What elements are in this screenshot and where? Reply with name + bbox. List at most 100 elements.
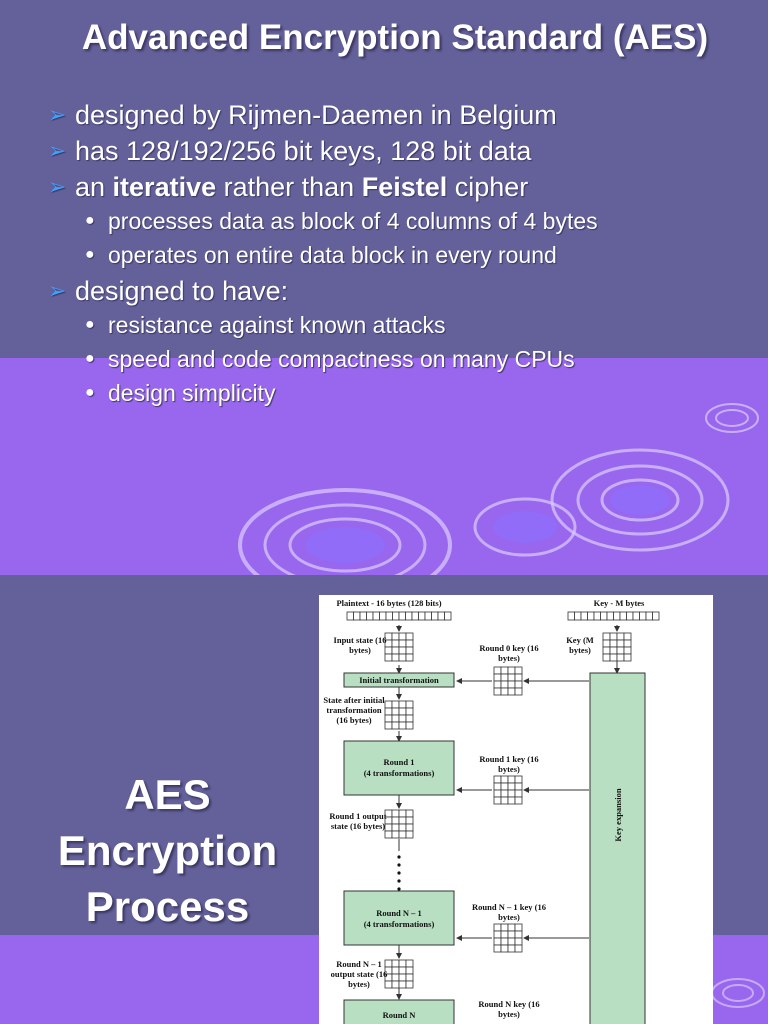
round-0-key-cell (493, 687, 502, 696)
round-n-label: Round N (382, 1010, 416, 1020)
round-1-key-cell (507, 796, 516, 805)
input-state-cell (391, 646, 400, 655)
round-1-output-cell (391, 816, 400, 825)
round-1-label: Round 1 (383, 757, 415, 767)
plaintext-byte-cell (405, 611, 413, 621)
plaintext-byte-cell (379, 611, 387, 621)
input-state-cell (391, 639, 400, 648)
state-after-initial-cell (405, 714, 414, 723)
round-1-output-cell (398, 816, 407, 825)
round-n-minus-1-output-cell (398, 966, 407, 975)
round-n-minus-1-output-cell (398, 973, 407, 982)
aes-encryption-diagram: Plaintext - 16 bytes (128 bits) Key - M … (319, 595, 713, 1024)
plaintext-byte-cell (424, 611, 432, 621)
key-state-cell (623, 646, 632, 655)
key-state-label: Key (M bytes) (566, 635, 594, 655)
round-1-output-cell (384, 830, 393, 839)
slide-aes-encryption-process: AES Encryption Process (0, 575, 768, 1024)
round-n-box (343, 999, 455, 1024)
round-0-key-cell (514, 666, 523, 675)
round-0-key-cell (514, 687, 523, 696)
round-1-output-cell (405, 816, 414, 825)
round-1-key-cell (507, 782, 516, 791)
dot-bullet-icon: ● (85, 384, 95, 401)
input-state-cell (405, 653, 414, 662)
initial-transformation-box (343, 672, 455, 688)
round-n-minus-1-key-cell (500, 923, 509, 932)
key-byte-cell (632, 611, 640, 621)
input-state-cell (398, 646, 407, 655)
plaintext-byte-cell (398, 611, 406, 621)
key-state-cell (616, 639, 625, 648)
round-0-key-cell (500, 687, 509, 696)
round-n-key-label: Round N key (16 bytes) (478, 999, 540, 1019)
round-1-output-label: Round 1 output state (16 bytes) (329, 811, 387, 831)
sub-bullet-item: ● processes data as block of 4 columns o… (48, 204, 758, 238)
key-state-cell (602, 639, 611, 648)
plaintext-byte-cell (444, 611, 452, 621)
arrow-bullet-icon: ➢ (48, 278, 67, 303)
plaintext-byte-cell (392, 611, 400, 621)
round-0-key-cell (514, 673, 523, 682)
key-byte-cell (600, 611, 608, 621)
round-n-minus-1-key-cell (493, 937, 502, 946)
input-state-cell (391, 653, 400, 662)
arrow-bullet-icon: ➢ (48, 102, 67, 127)
state-after-initial-cell (405, 700, 414, 709)
round-0-key-cell (507, 673, 516, 682)
round-1-output-cell (391, 809, 400, 818)
state-after-initial-cell (391, 707, 400, 716)
key-state-cell (609, 646, 618, 655)
bullet-item: ➢ has 128/192/256 bit keys, 128 bit data (48, 136, 532, 166)
plaintext-byte-cell (385, 611, 393, 621)
round-n-minus-1-key-cell (514, 944, 523, 953)
input-state-cell (384, 653, 393, 662)
round-n-minus-1-label: Round N – 1 (376, 908, 422, 918)
round-1-key-label: Round 1 key (16 bytes) (479, 754, 539, 774)
key-expansion-label: Key expansion (613, 788, 623, 842)
round-0-key-cell (493, 680, 502, 689)
plaintext-byte-cell (437, 611, 445, 621)
round-n-minus-1-output-cell (405, 973, 414, 982)
bullet-item: ➢ an iterative rather than Feistel ciphe… (48, 172, 529, 202)
round-1-key-cell (514, 789, 523, 798)
round-1-key-cell (500, 775, 509, 784)
input-state-cell (405, 632, 414, 641)
round-1-output-cell (405, 809, 414, 818)
state-after-initial-cell (391, 721, 400, 730)
plaintext-label: Plaintext - 16 bytes (128 bits) (336, 598, 442, 608)
round-1-key-cell (493, 796, 502, 805)
key-byte-cell (652, 611, 660, 621)
slide-aes-overview: Advanced Encryption Standard (AES) ➢ des… (0, 0, 768, 575)
round-n-minus-1-key-cell (500, 930, 509, 939)
round-1-key-cell (514, 796, 523, 805)
key-state-cell (623, 632, 632, 641)
key-state-cell (623, 639, 632, 648)
round-n-minus-1-box (343, 890, 455, 946)
diagram-connectors (396, 625, 620, 1000)
round-n-minus-1-key-cell (493, 930, 502, 939)
round-1-key-cell (514, 782, 523, 791)
input-state-cell (405, 646, 414, 655)
plaintext-byte-cell (372, 611, 380, 621)
key-byte-cell (619, 611, 627, 621)
round-1-key-cell (500, 789, 509, 798)
round-1-box (343, 740, 455, 796)
round-1-key-cell (507, 789, 516, 798)
round-0-key-label: Round 0 key (16 bytes) (479, 643, 539, 663)
key-byte-cell (567, 611, 575, 621)
sub-bullet-item: ● speed and code compactness on many CPU… (48, 342, 758, 376)
plaintext-byte-cell (418, 611, 426, 621)
round-1-output-cell (398, 830, 407, 839)
sub-bullet-item: ● design simplicity (48, 376, 758, 410)
state-after-initial-cell (391, 700, 400, 709)
round-1-key-cell (493, 775, 502, 784)
input-state-label: Input state (16 bytes) (333, 635, 387, 655)
arrow-bullet-icon: ➢ (48, 174, 67, 199)
round-1-key-cell (493, 789, 502, 798)
round-n-minus-1-output-cell (405, 959, 414, 968)
round-0-key-cell (500, 673, 509, 682)
input-state-cell (398, 639, 407, 648)
key-byte-cell (626, 611, 634, 621)
key-label: Key - M bytes (593, 598, 645, 608)
